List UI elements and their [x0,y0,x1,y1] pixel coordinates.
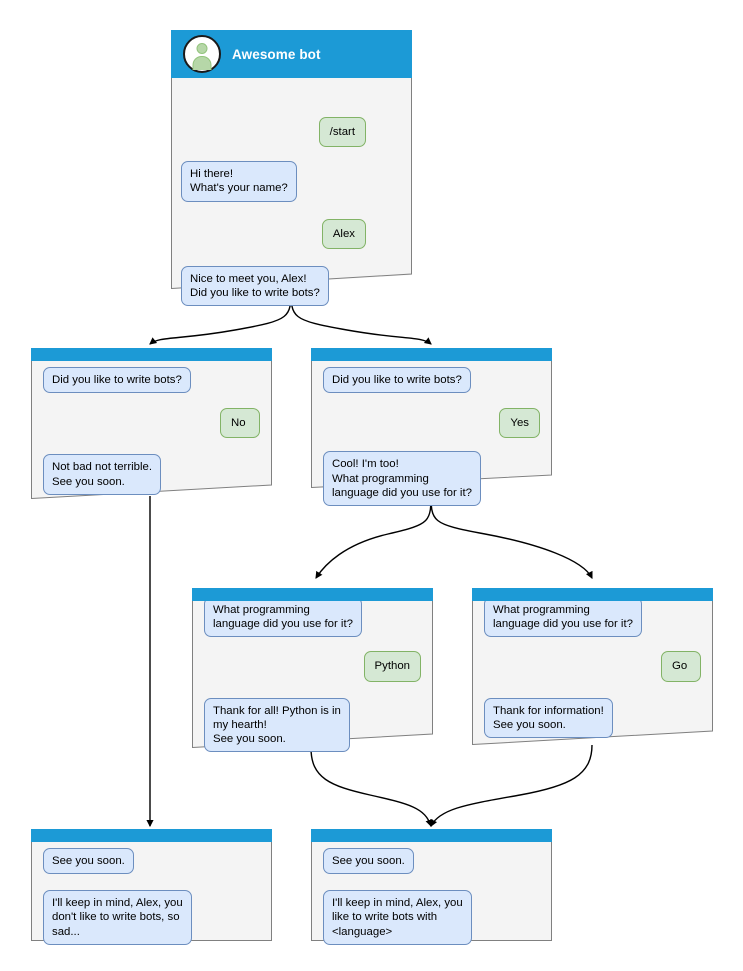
bot-message-bubble[interactable]: What programming language did you use fo… [484,597,642,638]
node-root[interactable]: Awesome bot /start Hi there! What's your… [171,30,412,307]
user-message-bubble[interactable]: /start [318,117,366,148]
message-row: Yes [320,408,543,439]
bot-message-bubble[interactable]: What programming language did you use fo… [204,597,362,638]
node-language-go[interactable]: What programming language did you use fo… [472,588,713,745]
node-end-yes[interactable]: See you soon. I'll keep in mind, Alex, y… [311,829,552,945]
user-avatar-icon [183,35,221,73]
message-row: What programming language did you use fo… [201,597,424,638]
message-row: I'll keep in mind, Alex, you like to wri… [320,890,543,945]
bot-message-bubble[interactable]: Hi there! What's your name? [181,161,297,202]
node-no-header [31,348,272,361]
node-go-chat: What programming language did you use fo… [481,597,704,739]
message-row: Python [201,651,424,682]
bot-message-bubble[interactable]: See you soon. [43,848,134,875]
message-row: I'll keep in mind, Alex, you don't like … [40,890,263,945]
node-root-title: Awesome bot [232,46,321,62]
bot-message-bubble[interactable]: Nice to meet you, Alex! Did you like to … [181,265,329,307]
node-python-header [192,588,433,601]
node-end-no[interactable]: See you soon. I'll keep in mind, Alex, y… [31,829,272,945]
node-end-no-header [31,829,272,842]
node-yes-chat: Did you like to write bots? Yes Cool! I'… [320,361,543,507]
node-end-yes-chat: See you soon. I'll keep in mind, Alex, y… [320,842,543,945]
node-did-you-like-yes[interactable]: Did you like to write bots? Yes Cool! I'… [311,348,552,507]
node-end-yes-header [311,829,552,842]
message-row: Did you like to write bots? [320,367,543,394]
message-row: Alex [180,218,403,249]
message-row: Cool! I'm too! What programming language… [320,451,543,507]
node-language-python[interactable]: What programming language did you use fo… [192,588,433,753]
message-row: Go [481,651,704,682]
message-row: See you soon. [320,848,543,875]
bot-message-bubble[interactable]: Not bad not terrible. See you soon. [43,454,162,495]
edge-python-to-end [310,747,433,828]
message-row: What programming language did you use fo… [481,597,704,638]
bot-message-bubble[interactable]: I'll keep in mind, Alex, you like to wri… [323,890,472,945]
bot-message-bubble[interactable]: Did you like to write bots? [323,367,471,394]
node-no-chat: Did you like to write bots? No Not bad n… [40,361,263,495]
node-root-header: Awesome bot [171,30,412,78]
node-go-header [472,588,713,601]
edge-go-to-end [430,744,593,827]
bot-message-bubble[interactable]: Thank for all! Python is in my hearth! S… [204,697,350,753]
message-row: See you soon. [40,848,263,875]
node-yes-header [311,348,552,361]
message-row: Thank for information! See you soon. [481,697,704,739]
user-message-bubble[interactable]: Go [661,651,701,682]
node-root-chat: /start Hi there! What's your name? Alex … [180,84,403,307]
bot-message-bubble[interactable]: I'll keep in mind, Alex, you don't like … [43,890,192,945]
user-message-bubble[interactable]: Alex [321,218,366,249]
avatar-head [196,43,208,54]
message-row: No [40,408,263,439]
user-message-bubble[interactable]: Yes [499,408,540,439]
user-message-bubble[interactable]: No [220,408,260,439]
avatar-torso [192,56,212,70]
message-row: Hi there! What's your name? [180,161,403,202]
message-row: /start [180,117,403,148]
message-row: Nice to meet you, Alex! Did you like to … [180,265,403,307]
node-python-chat: What programming language did you use fo… [201,597,424,753]
node-end-no-chat: See you soon. I'll keep in mind, Alex, y… [40,842,263,945]
message-row: Did you like to write bots? [40,367,263,394]
bot-message-bubble[interactable]: See you soon. [323,848,414,875]
bot-message-bubble[interactable]: Cool! I'm too! What programming language… [323,451,481,507]
message-row: Thank for all! Python is in my hearth! S… [201,697,424,753]
message-row: Not bad not terrible. See you soon. [40,454,263,495]
bot-message-bubble[interactable]: Did you like to write bots? [43,367,191,394]
user-message-bubble[interactable]: Python [363,651,421,682]
bot-message-bubble[interactable]: Thank for information! See you soon. [484,697,613,739]
node-did-you-like-no[interactable]: Did you like to write bots? No Not bad n… [31,348,272,499]
